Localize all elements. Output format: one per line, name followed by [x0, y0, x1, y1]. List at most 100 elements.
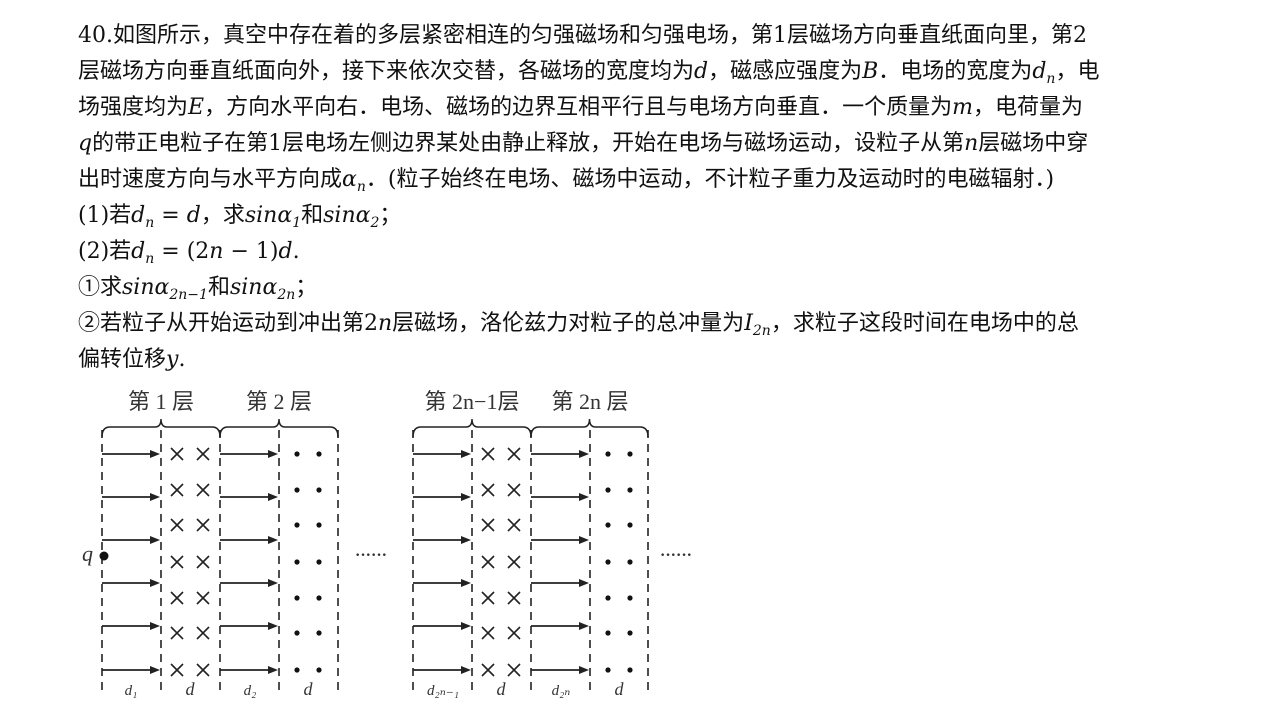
- text-segment: ，求粒子这段时间在电场中的总: [770, 311, 1079, 336]
- magnetic-field-out-icon: [316, 559, 322, 565]
- arrow-head-icon: [579, 666, 589, 674]
- text-segment: ，磁感应强度为: [708, 59, 863, 84]
- magnetic-field-out-icon: [294, 451, 300, 457]
- arrow-head-icon: [150, 579, 160, 587]
- problem-line: ①求sinα2n−1和sinα2n；: [78, 270, 1099, 306]
- magnetic-field-into-icon: [507, 591, 521, 605]
- magnetic-field-into-icon: [507, 447, 521, 461]
- arrow-head-icon: [268, 536, 278, 544]
- magnetic-field-into-icon: [481, 447, 495, 461]
- arrow-head-icon: [268, 450, 278, 458]
- magnetic-field-into-icon: [170, 626, 184, 640]
- text-segment: 出时速度方向与水平方向成: [78, 167, 343, 192]
- layer-brace: [219, 418, 339, 438]
- math-subscript: 1: [292, 215, 302, 231]
- magnetic-field-into-icon: [170, 447, 184, 461]
- magnetic-field-into-icon: [481, 518, 495, 532]
- arrow-head-icon: [150, 536, 160, 544]
- math-symbol: sinα: [229, 275, 278, 300]
- magnetic-field-out-icon: [316, 667, 322, 673]
- magnetic-field-into-icon: [196, 626, 210, 640]
- text-segment: ．电场的宽度为: [878, 59, 1033, 84]
- arrow-head-icon: [268, 493, 278, 501]
- magnetic-field-out-icon: [316, 630, 322, 636]
- arrow-head-icon: [461, 493, 471, 501]
- width-label: d: [304, 679, 314, 699]
- magnetic-field-out-icon: [627, 522, 633, 528]
- math-symbol: n: [378, 311, 393, 336]
- width-label: d₂ₙ: [552, 683, 571, 699]
- magnetic-field-out-icon: [605, 667, 611, 673]
- text-segment: ，电: [1055, 59, 1100, 84]
- math-symbol: I: [744, 311, 753, 336]
- text-segment: 层磁场方向垂直纸面向外，接下来依次交替，各磁场的宽度均为: [78, 59, 695, 84]
- text-segment: ，方向水平向右．电场、磁场的边界互相平行且与电场方向垂直．一个质量为: [204, 95, 953, 120]
- text-segment: 层磁场中穿: [978, 131, 1089, 156]
- math-symbol: d: [694, 59, 709, 84]
- layer-label: 第 2n 层: [551, 389, 628, 414]
- magnetic-field-into-icon: [196, 555, 210, 569]
- magnetic-field-out-icon: [627, 487, 633, 493]
- math-subscript: 2n: [752, 323, 771, 339]
- magnetic-field-out-icon: [605, 559, 611, 565]
- arrow-head-icon: [150, 493, 160, 501]
- width-label: d: [186, 679, 196, 699]
- magnetic-field-into-icon: [196, 518, 210, 532]
- problem-line: 40.如图所示，真空中存在着的多层紧密相连的匀强磁场和匀强电场，第1层磁场方向垂…: [78, 18, 1099, 54]
- text-segment: 和: [301, 203, 324, 228]
- magnetic-field-out-icon: [627, 595, 633, 601]
- problem-line: ②若粒子从开始运动到冲出第2n层磁场，洛伦兹力对粒子的总冲量为I2n，求粒子这段…: [78, 306, 1099, 342]
- width-label: d₂: [244, 683, 257, 699]
- text-segment: 层磁场，洛伦兹力对粒子的总冲量为: [392, 311, 745, 336]
- width-label: d₁: [125, 683, 138, 699]
- magnetic-field-into-icon: [507, 518, 521, 532]
- math-symbol: d: [278, 239, 293, 264]
- layer-brace: [101, 418, 221, 438]
- layer-label: 第 1 层: [128, 389, 194, 414]
- text-segment: − 1): [223, 239, 279, 264]
- magnetic-field-into-icon: [481, 591, 495, 605]
- problem-line: q的带正电粒子在第1层电场左侧边界某处由静止释放，开始在电场与磁场运动，设粒子从…: [78, 126, 1099, 162]
- magnetic-field-into-icon: [507, 483, 521, 497]
- text-segment: ；: [295, 275, 318, 300]
- problem-line: 偏转位移y.: [78, 342, 1099, 378]
- magnetic-field-out-icon: [627, 630, 633, 636]
- magnetic-field-out-icon: [627, 667, 633, 673]
- text-segment: (1)若: [78, 203, 132, 228]
- magnetic-field-into-icon: [481, 555, 495, 569]
- arrow-head-icon: [150, 622, 160, 630]
- layer-label: 第 2 层: [246, 389, 312, 414]
- arrow-head-icon: [461, 579, 471, 587]
- magnetic-field-out-icon: [294, 630, 300, 636]
- text-segment: 和: [207, 275, 230, 300]
- problem-line: (1)若dn = d，求sinα1和sinα2；: [78, 198, 1099, 234]
- text-segment: (2)若: [78, 239, 132, 264]
- magnetic-field-into-icon: [170, 591, 184, 605]
- math-symbol: n: [209, 239, 224, 264]
- arrow-head-icon: [268, 579, 278, 587]
- magnetic-field-into-icon: [481, 626, 495, 640]
- magnetic-field-out-icon: [316, 595, 322, 601]
- problem-line: 场强度均为E，方向水平向右．电场、磁场的边界互相平行且与电场方向垂直．一个质量为…: [78, 90, 1099, 126]
- text-segment: ；: [379, 203, 402, 228]
- magnetic-field-out-icon: [294, 522, 300, 528]
- arrow-head-icon: [150, 666, 160, 674]
- magnetic-field-out-icon: [294, 667, 300, 673]
- arrow-head-icon: [579, 493, 589, 501]
- width-label: d₂ₙ₋₁: [427, 683, 459, 699]
- width-label: d: [615, 679, 625, 699]
- math-symbol: d: [186, 203, 201, 228]
- charge-particle-icon: [99, 551, 109, 561]
- math-symbol: m: [952, 95, 973, 120]
- math-subscript: n: [356, 179, 366, 195]
- math-subscript: 2n: [277, 287, 296, 303]
- math-symbol: sinα: [122, 275, 170, 300]
- ellipsis: ······: [660, 547, 692, 564]
- text-segment: ，求: [200, 203, 245, 228]
- text-segment: ，电荷量为: [972, 95, 1083, 120]
- arrow-head-icon: [461, 536, 471, 544]
- arrow-head-icon: [579, 536, 589, 544]
- math-symbol: E: [188, 95, 205, 120]
- problem-line: 层磁场方向垂直纸面向外，接下来依次交替，各磁场的宽度均为d，磁感应强度为B．电场…: [78, 54, 1099, 90]
- magnetic-field-into-icon: [170, 483, 184, 497]
